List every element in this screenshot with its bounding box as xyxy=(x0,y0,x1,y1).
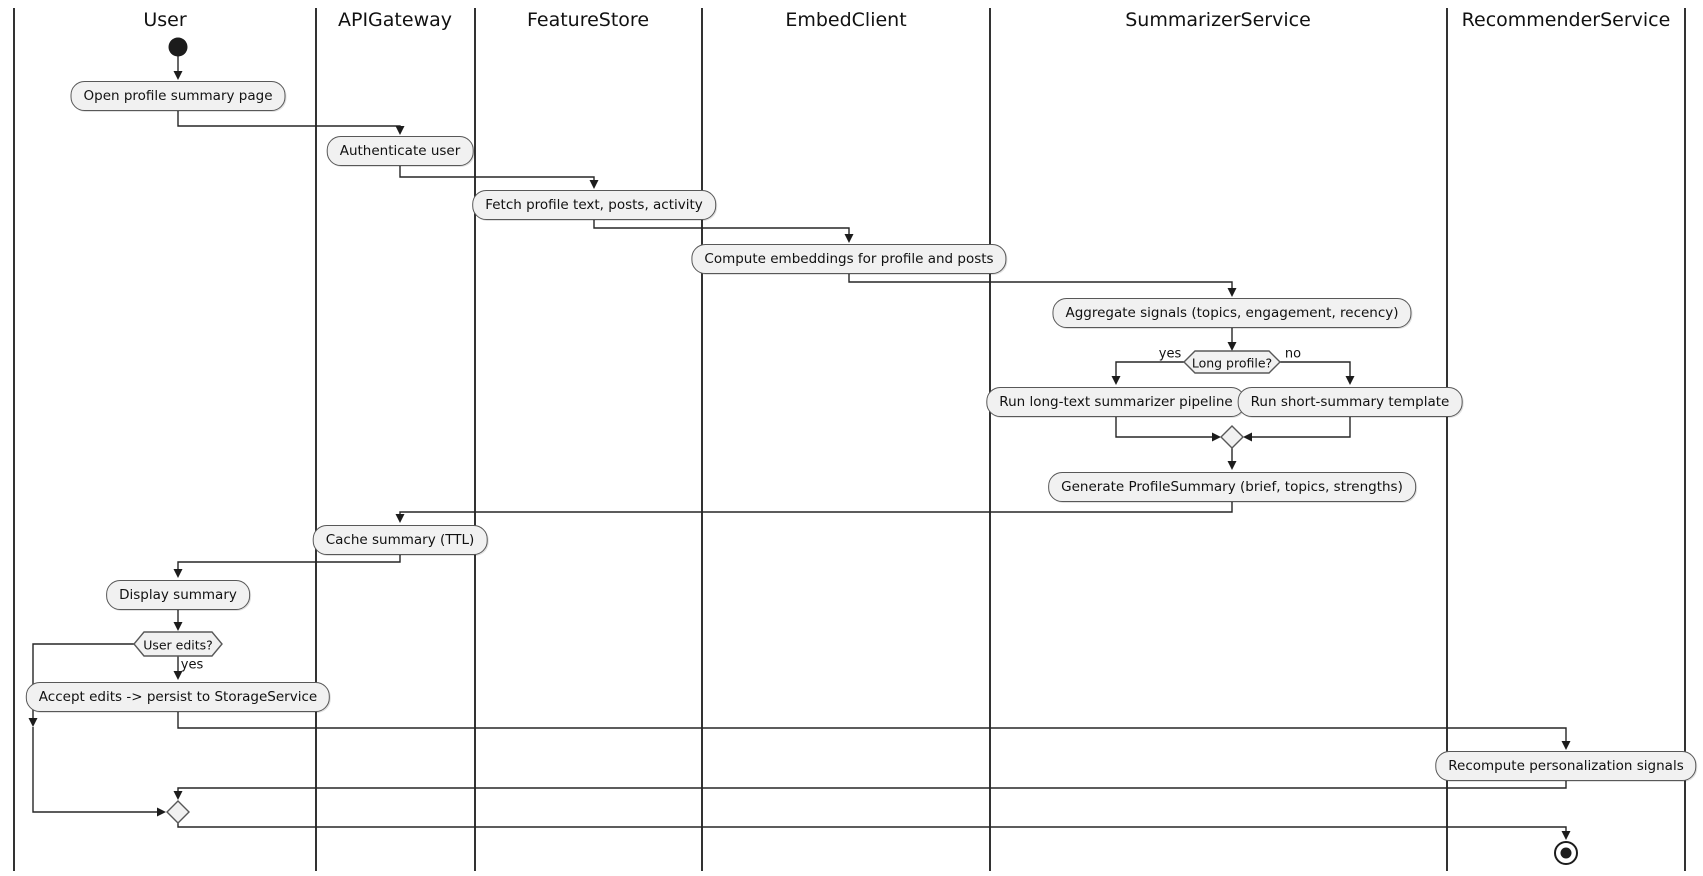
arrowhead xyxy=(1227,288,1237,297)
decision-user-edits-shape xyxy=(133,631,223,657)
start-node xyxy=(168,37,188,57)
edge-long-pipeline-to-merge xyxy=(1115,417,1219,438)
activity-aggregate-signals: Aggregate signals (topics, engagement, r… xyxy=(1052,298,1412,328)
arrowhead xyxy=(173,569,183,578)
lane-header-summarizerservice: SummarizerService xyxy=(1125,9,1311,31)
edge-accept-edits-to-recompute xyxy=(177,712,1567,748)
lane-header-recommenderservice: RecommenderService xyxy=(1461,9,1671,31)
arrowhead xyxy=(173,671,183,680)
end-node-core xyxy=(1560,847,1572,859)
merge-node-summarizer xyxy=(1220,425,1244,449)
edge-label-long-profile-no: no xyxy=(1284,346,1302,362)
lane-header-embedclient: EmbedClient xyxy=(785,9,907,31)
arrowhead xyxy=(1212,432,1221,442)
activity-generate-profilesummary: Generate ProfileSummary (brief, topics, … xyxy=(1048,472,1416,502)
activity-compute-embeddings: Compute embeddings for profile and posts xyxy=(691,244,1007,274)
arrowhead xyxy=(173,622,183,631)
arrowhead xyxy=(395,126,405,135)
decision-long-profile-label: Long profile? xyxy=(1191,355,1273,371)
arrowhead xyxy=(1561,741,1571,750)
arrowhead xyxy=(395,514,405,523)
edge-recompute-to-final-merge xyxy=(177,781,1567,798)
activity-open-profile-summary-page: Open profile summary page xyxy=(70,81,286,111)
arrowhead xyxy=(844,234,854,243)
edge-generate-to-cache xyxy=(399,502,1233,521)
arrowheads xyxy=(28,71,1571,840)
edge-long-profile-yes xyxy=(1115,361,1184,383)
edges xyxy=(32,56,1567,838)
activity-cache-summary: Cache summary (TTL) xyxy=(312,525,488,555)
swimlane-dividers xyxy=(13,8,1686,871)
edge-final-merge-to-end xyxy=(177,823,1567,838)
activity-run-short-summary: Run short-summary template xyxy=(1237,387,1463,417)
lane-header-user: User xyxy=(143,9,187,31)
activity-authenticate-user: Authenticate user xyxy=(326,136,474,166)
edge-label-user-edits-yes: yes xyxy=(180,657,204,673)
decision-user-edits-label: User edits? xyxy=(143,637,213,653)
edge-open-page-to-authenticate xyxy=(177,111,401,133)
arrowhead xyxy=(1243,432,1252,442)
edge-authenticate-to-fetch xyxy=(399,166,595,187)
arrowhead xyxy=(28,718,38,727)
edge-user-edits-no-bypass-lower xyxy=(32,727,164,813)
activity-run-long-text-pipeline: Run long-text summarizer pipeline xyxy=(986,387,1246,417)
arrowhead xyxy=(1345,376,1355,385)
arrowhead xyxy=(1227,342,1237,351)
arrowhead xyxy=(1227,461,1237,470)
edge-short-template-to-merge xyxy=(1245,417,1351,438)
arrowhead xyxy=(589,180,599,189)
merge-node-final xyxy=(166,800,190,824)
edge-fetch-to-embeddings xyxy=(593,220,850,241)
decision-long-profile-shape xyxy=(1183,350,1281,374)
activity-accept-edits: Accept edits -> persist to StorageServic… xyxy=(25,682,331,712)
arrowhead xyxy=(173,71,183,80)
edge-long-profile-no xyxy=(1280,361,1351,383)
arrowhead xyxy=(1561,831,1571,840)
edge-cache-to-display xyxy=(177,555,401,576)
edge-label-long-profile-yes: yes xyxy=(1158,346,1182,362)
lane-header-featurestore: FeatureStore xyxy=(526,9,650,31)
arrowhead xyxy=(173,791,183,800)
activity-fetch-profile: Fetch profile text, posts, activity xyxy=(472,190,716,220)
activity-recompute-signals: Recompute personalization signals xyxy=(1435,751,1697,781)
arrowhead xyxy=(1111,376,1121,385)
lane-header-apigateway: APIGateway xyxy=(338,9,452,31)
edge-embeddings-to-aggregate xyxy=(848,274,1233,295)
activity-display-summary: Display summary xyxy=(106,580,250,610)
arrowhead xyxy=(157,807,166,817)
